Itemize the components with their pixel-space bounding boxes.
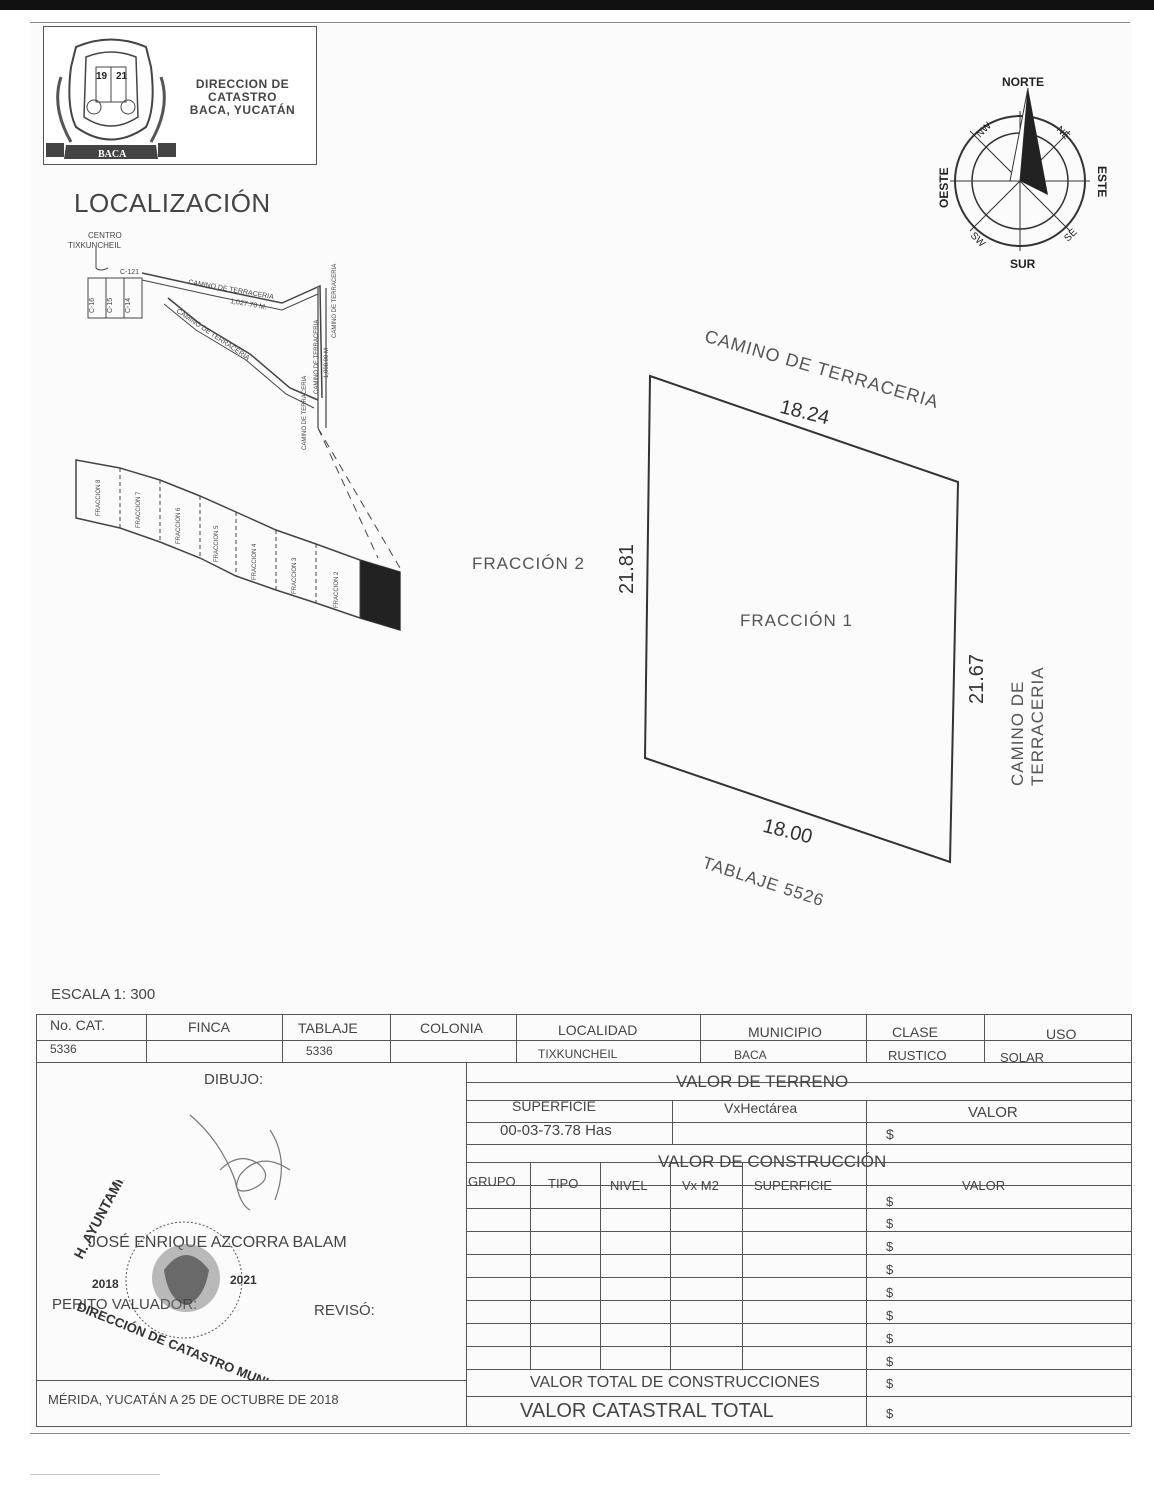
- clase-value: RUSTICO: [888, 1048, 947, 1063]
- total-constructions-label: VALOR TOTAL DE CONSTRUCCIONES: [530, 1374, 820, 1391]
- compass-north: NORTE: [1002, 75, 1044, 89]
- valor-header: VALOR: [968, 1104, 1018, 1121]
- fraction-label: FRACCION 3: [292, 557, 298, 594]
- fraction-label: FRACCION 4: [252, 543, 258, 580]
- stamp-year-right: 2021: [230, 1273, 257, 1287]
- vxhectarea-header: VxHectárea: [724, 1100, 798, 1116]
- scan-top-edge: [0, 0, 1154, 10]
- location-sketch: CENTRO TIXKUNCHEIL C-16 C-15 C-14 C-121 …: [68, 231, 401, 632]
- valor-construccion-title: VALOR DE CONSTRUCCIÓN: [658, 1152, 887, 1171]
- currency-cell: $: [886, 1239, 894, 1254]
- right-road-label: CAMINO DE TERRACERIA: [1008, 666, 1047, 786]
- road-label: CAMINO DE TERRACERIA: [314, 320, 320, 394]
- road-label: CAMINO DE TERRACERIA: [175, 308, 251, 362]
- valuer-name: JOSÉ ENRIQUE AZCORRA BALAM: [88, 1234, 347, 1251]
- distance-label: 1,008.00 M: [324, 348, 330, 378]
- valor-terreno-title: VALOR DE TERRENO: [676, 1072, 849, 1091]
- header-title-line: BACA, YUCATÁN: [189, 103, 296, 117]
- superficie-value: 00-03-73.78 Has: [500, 1122, 612, 1139]
- currency-cell: $: [886, 1194, 894, 1209]
- road-label: CAMINO DE TERRACERIA: [302, 376, 308, 450]
- cons-header: Vx M2: [682, 1178, 719, 1193]
- fraction-label: FRACCION 7: [136, 491, 142, 528]
- footer-date: MÉRIDA, YUCATÁN A 25 DE OCTUBRE DE 2018: [48, 1392, 339, 1407]
- cat-number: 5336: [50, 1042, 77, 1056]
- col-header: MUNICIPIO: [748, 1024, 822, 1040]
- right-dimension: 21.67: [966, 653, 988, 704]
- stamp-top: H. AYUNTAMIENTO DE BACA: [71, 1180, 177, 1261]
- reviso-label: REVISÓ:: [314, 1302, 375, 1319]
- cons-header: TIPO: [548, 1176, 579, 1191]
- header-title-line: DIRECCION DE: [195, 77, 290, 91]
- compass-east: ESTE: [1095, 166, 1109, 197]
- stamp-year-left: 2018: [92, 1277, 119, 1291]
- col-header: CLASE: [892, 1024, 938, 1040]
- currency-cell: $: [886, 1216, 894, 1231]
- cons-header: NIVEL: [610, 1178, 648, 1193]
- col-header: USO: [1046, 1026, 1077, 1042]
- municipio-value: BACA: [734, 1048, 767, 1062]
- parcel-plan: [643, 374, 960, 864]
- cadastral-table: No. CAT. FINCA TABLAJE COLONIA LOCALIDAD…: [36, 1014, 1132, 1428]
- left-neighbor-label: FRACCIÓN 2: [472, 554, 585, 573]
- scale-label: ESCALA 1: 300: [51, 986, 156, 1003]
- dibujo-label: DIBUJO:: [204, 1071, 264, 1088]
- sheet-frame: [30, 22, 1130, 1434]
- distance-label: 1,027.70 M.: [230, 298, 268, 311]
- currency-cell: $: [886, 1285, 894, 1300]
- lot-label: C-16: [89, 298, 96, 313]
- centro-label: CENTRO: [88, 231, 122, 240]
- col-header: FINCA: [188, 1019, 230, 1035]
- currency-cell: $: [886, 1308, 894, 1323]
- fraction-label: FRACCION 2: [334, 571, 340, 608]
- total-constructions-value: $: [886, 1376, 894, 1391]
- location-title: LOCALIZACIÓN: [74, 188, 271, 218]
- total-cadastral-value: $: [886, 1406, 894, 1421]
- uso-value: SOLAR: [1000, 1050, 1045, 1065]
- left-dimension: 21.81: [616, 543, 638, 594]
- superficie-header: SUPERFICIE: [512, 1098, 597, 1114]
- compass-south: SUR: [1010, 257, 1036, 271]
- fraction-label: FRACCION 8: [96, 479, 102, 516]
- document-sheet: [30, 22, 1132, 1434]
- crest-year-left: 19: [96, 71, 108, 82]
- compass-rose-icon: NORTE SUR ESTE OESTE NW NE SW SE: [937, 75, 1109, 271]
- compass-west: OESTE: [937, 167, 951, 208]
- centro-label: TIXKUNCHEIL: [68, 241, 121, 250]
- tablaje-value: 5336: [306, 1044, 333, 1058]
- compass-sw: SW: [968, 230, 988, 250]
- c121-label: C-121: [120, 269, 139, 276]
- crest-banner: BACA: [98, 149, 127, 160]
- cons-header: VALOR: [962, 1178, 1006, 1193]
- crest-year-right: 21: [116, 71, 128, 82]
- header-title-line: CATASTRO: [208, 90, 277, 104]
- road-label: CAMINO DE TERRACERIA: [332, 264, 338, 338]
- col-header: LOCALIDAD: [558, 1022, 638, 1038]
- currency-cell: $: [886, 1354, 894, 1369]
- cons-header: GRUPO: [468, 1174, 516, 1189]
- municipal-crest-icon: 19 21 BACA: [46, 38, 176, 160]
- official-stamp: H. AYUNTAMIENTO DE BACA 2018 2021 DIRECC…: [71, 1180, 304, 1380]
- currency-cell: $: [886, 1262, 894, 1277]
- fraction-label: FRACCION 6: [176, 507, 182, 544]
- parcel-label: FRACCIÓN 1: [740, 611, 853, 630]
- terrain-value: $: [886, 1126, 894, 1142]
- col-header: COLONIA: [420, 1020, 484, 1036]
- signature-scribble: [189, 1114, 291, 1211]
- currency-cell: $: [886, 1331, 894, 1346]
- header-box: 19 21 BACA: [43, 26, 317, 165]
- header-title: DIRECCION DE CATASTRO BACA, YUCATÁN: [175, 78, 310, 117]
- localidad-value: TIXKUNCHEIL: [538, 1047, 618, 1061]
- cons-header: SUPERFICIE: [754, 1178, 833, 1193]
- fraction-label: FRACCION 5: [214, 525, 220, 562]
- col-header: No. CAT.: [50, 1017, 105, 1033]
- lot-label: C-15: [107, 298, 114, 313]
- scan-bottom-mark: [30, 1474, 160, 1475]
- col-header: TABLAJE: [298, 1020, 358, 1036]
- total-cadastral-label: VALOR CATASTRAL TOTAL: [520, 1400, 774, 1422]
- lot-label: C-14: [125, 298, 132, 313]
